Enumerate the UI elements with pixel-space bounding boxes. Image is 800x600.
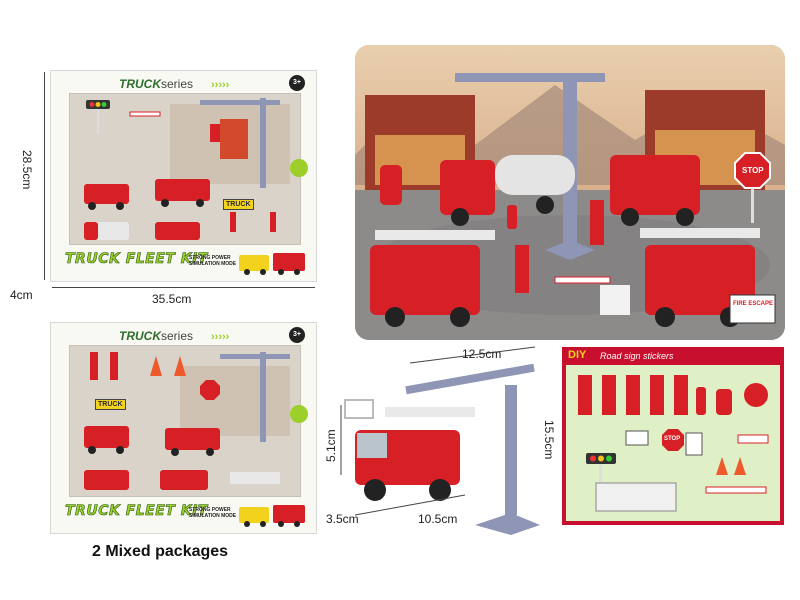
crane-height-label: 15.5cm — [542, 420, 556, 460]
truck-height-label: 5.1cm — [324, 429, 338, 462]
series-main: TRUCK — [119, 77, 161, 91]
sticker-items-illustration — [578, 375, 769, 512]
truck-width-label: 3.5cm — [326, 512, 359, 526]
tagline: STRONG POWER SIMULATION MODE — [189, 255, 236, 267]
fire-station-scene: STOP FIRE ESCAPE — [355, 45, 785, 340]
box-depth-label: 4cm — [10, 288, 33, 302]
width-dimension-line — [52, 287, 315, 288]
tagline-2: SIMULATION MODE — [189, 261, 237, 267]
tagline: STRONG POWER SIMULATION MODE — [189, 507, 236, 519]
series-label: TRUCKseries — [119, 77, 193, 91]
caption: 2 Mixed packages — [92, 543, 229, 560]
power-icon — [290, 159, 308, 177]
sticker-sheet: STOP — [566, 365, 780, 521]
scene-illustration — [355, 45, 785, 340]
fleet-title: TRUCK FLEET KIT — [65, 503, 208, 520]
truck-length-label: 10.5cm — [418, 512, 458, 526]
diy-subtitle: Road sign stickers — [600, 351, 674, 361]
package-box-bottom: TRUCKseries ››››› 3+ TRUCK TRUCK FLEET — [50, 322, 317, 534]
chevrons-icon: ››››› — [211, 79, 230, 91]
stop-sign-label: STOP — [742, 166, 764, 175]
stop-sign-label: STOP — [664, 436, 681, 442]
window-display — [69, 345, 301, 497]
fleet-title: TRUCK FLEET KIT — [65, 251, 208, 268]
tagline-1: STRONG POWER — [189, 255, 231, 261]
toy-contents-illustration — [70, 346, 300, 496]
box-truck-artwork — [239, 253, 305, 275]
series-suffix: series — [161, 329, 194, 343]
height-dimension-line — [44, 72, 45, 280]
fire-escape-label: FIRE ESCAPE — [733, 301, 774, 307]
truck-badge: TRUCK — [95, 399, 126, 410]
diy-title: DIY — [568, 349, 587, 361]
power-icon — [290, 405, 308, 423]
box-truck-artwork — [239, 505, 305, 527]
tagline-2: SIMULATION MODE — [189, 513, 237, 519]
box-width-label: 35.5cm — [152, 292, 192, 306]
truck-badge: TRUCK — [223, 199, 254, 210]
diy-sticker-panel: DIY Road sign stickers — [562, 347, 784, 525]
tagline-1: STRONG POWER — [189, 507, 231, 513]
series-suffix: series — [161, 77, 194, 91]
toy-contents-illustration — [70, 94, 300, 244]
package-box-top: TRUCKseries ››››› 3+ — [50, 70, 317, 282]
window-display — [69, 93, 301, 245]
series-main: TRUCK — [119, 329, 161, 343]
chevrons-icon: ››››› — [211, 331, 230, 343]
series-label: TRUCKseries — [119, 329, 193, 343]
age-badge: 3+ — [289, 75, 305, 91]
crane-width-label: 12.5cm — [462, 347, 502, 361]
age-badge: 3+ — [289, 327, 305, 343]
product-dimensions-illustration — [340, 346, 540, 535]
box-height-label: 28.5cm — [20, 150, 34, 190]
